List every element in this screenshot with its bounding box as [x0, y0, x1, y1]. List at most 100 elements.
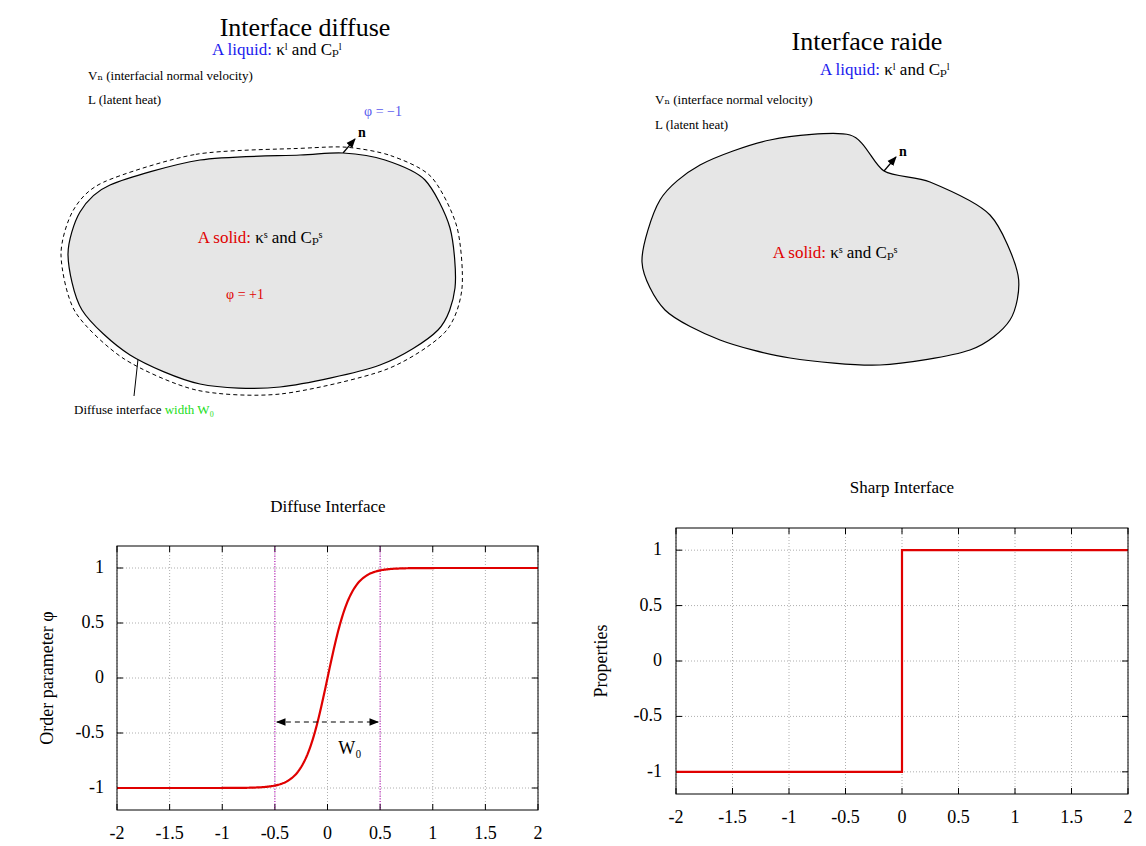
tick-label: -1	[89, 778, 104, 798]
tick-label: 1	[95, 558, 104, 578]
panel-heading: Interface raide	[792, 28, 943, 57]
phase-label: A solid: κˢ and Cₚˢ	[198, 229, 323, 248]
plot-frame	[117, 546, 538, 810]
interface-width-label: Diffuse interface width W₀	[74, 403, 214, 417]
tick-label: 0	[95, 668, 104, 688]
tick-label: 0.5	[82, 613, 105, 633]
tick-mark	[485, 804, 486, 810]
tick-mark	[1015, 528, 1016, 534]
tick-mark	[1071, 528, 1072, 534]
grid-line	[169, 546, 170, 810]
tick-mark	[117, 623, 123, 624]
quantity-note: Vₙ (interfacial normal velocity)	[88, 69, 253, 83]
phase-label: A liquid: κˡ and Cₚˡ	[820, 61, 950, 80]
tick-label: 0	[898, 808, 907, 828]
phase-label: A liquid: κˡ and Cₚˡ	[212, 41, 342, 60]
tick-label: -0.5	[634, 707, 663, 727]
plot-title: Diffuse Interface	[270, 498, 385, 517]
tick-mark	[222, 804, 223, 810]
tick-label: -1.5	[718, 808, 747, 828]
tick-mark	[117, 678, 123, 679]
tick-mark	[432, 546, 433, 552]
tick-mark	[958, 788, 959, 794]
panel-heading: Interface diffuse	[220, 14, 391, 43]
tick-label: 0.5	[369, 824, 392, 844]
tick-label: -2	[669, 808, 684, 828]
region-outline	[60, 140, 470, 400]
grid-line	[789, 528, 790, 794]
tick-mark	[485, 546, 486, 552]
normal-arrow	[343, 139, 355, 153]
width-marker	[274, 546, 275, 810]
solid-region: A solid: κˢ and Cₚˢ	[630, 120, 1030, 375]
tick-label: 1	[428, 824, 437, 844]
phase-value: φ = +1	[226, 287, 264, 302]
tick-mark	[169, 546, 170, 552]
grid-line	[117, 623, 538, 624]
normal-label: n	[358, 125, 366, 140]
normal-label: n	[899, 144, 907, 159]
tick-mark	[117, 733, 123, 734]
tick-mark	[327, 804, 328, 810]
plot-title: Sharp Interface	[850, 479, 954, 498]
tick-label: 1	[1011, 808, 1020, 828]
tick-mark	[1122, 716, 1128, 717]
plot	[676, 528, 1128, 794]
tick-mark	[789, 788, 790, 794]
quantity-note: Vₙ (interface normal velocity)	[655, 93, 813, 107]
width-marker	[380, 546, 381, 810]
tick-label: -2	[110, 824, 125, 844]
tick-mark	[676, 661, 682, 662]
profile-curve	[117, 568, 538, 788]
tick-mark	[432, 804, 433, 810]
normal-arrow	[884, 157, 896, 171]
tick-mark	[845, 788, 846, 794]
solid-region: A solid: κˢ and Cₚˢ φ = +1	[60, 140, 470, 400]
tick-mark	[327, 546, 328, 552]
tick-mark	[902, 528, 903, 534]
diffuse-boundary	[61, 147, 462, 395]
tick-label: -1	[647, 762, 662, 782]
tick-label: 0.5	[947, 808, 970, 828]
width-arrow	[277, 721, 378, 722]
tick-label: -1.5	[155, 824, 184, 844]
quantity-note: L (latent heat)	[88, 93, 161, 107]
grid-line	[380, 546, 381, 810]
tick-mark	[1122, 771, 1128, 772]
tick-mark	[1015, 788, 1016, 794]
tick-mark	[676, 716, 682, 717]
tick-mark	[117, 568, 123, 569]
tick-mark	[732, 788, 733, 794]
tick-label: -1	[215, 824, 230, 844]
solid-boundary	[68, 153, 455, 388]
tick-label: 1	[653, 540, 662, 560]
tick-mark	[532, 678, 538, 679]
tick-label: 0	[653, 651, 662, 671]
plot-frame	[676, 528, 1128, 794]
tick-mark	[1122, 605, 1128, 606]
phase-value: φ = −1	[364, 104, 402, 119]
tick-mark	[676, 550, 682, 551]
tick-mark	[1122, 661, 1128, 662]
tick-mark	[732, 528, 733, 534]
grid-line	[274, 546, 275, 810]
tick-mark	[169, 804, 170, 810]
tick-mark	[222, 546, 223, 552]
tick-label: -1	[782, 808, 797, 828]
grid-line	[485, 546, 486, 810]
tick-label: 1.5	[474, 824, 497, 844]
tick-mark	[532, 788, 538, 789]
tick-label: 0.5	[640, 596, 663, 616]
tick-label: -0.5	[831, 808, 860, 828]
tick-mark	[532, 733, 538, 734]
tick-mark	[845, 528, 846, 534]
tick-label: 2	[534, 824, 543, 844]
grid-line	[117, 733, 538, 734]
width-label: W₀	[338, 739, 361, 759]
tick-label: -0.5	[261, 824, 290, 844]
quantity-note: L (latent heat)	[655, 118, 728, 132]
phase-label: A solid: κˢ and Cₚˢ	[773, 244, 898, 263]
tick-label: 1.5	[1060, 808, 1083, 828]
